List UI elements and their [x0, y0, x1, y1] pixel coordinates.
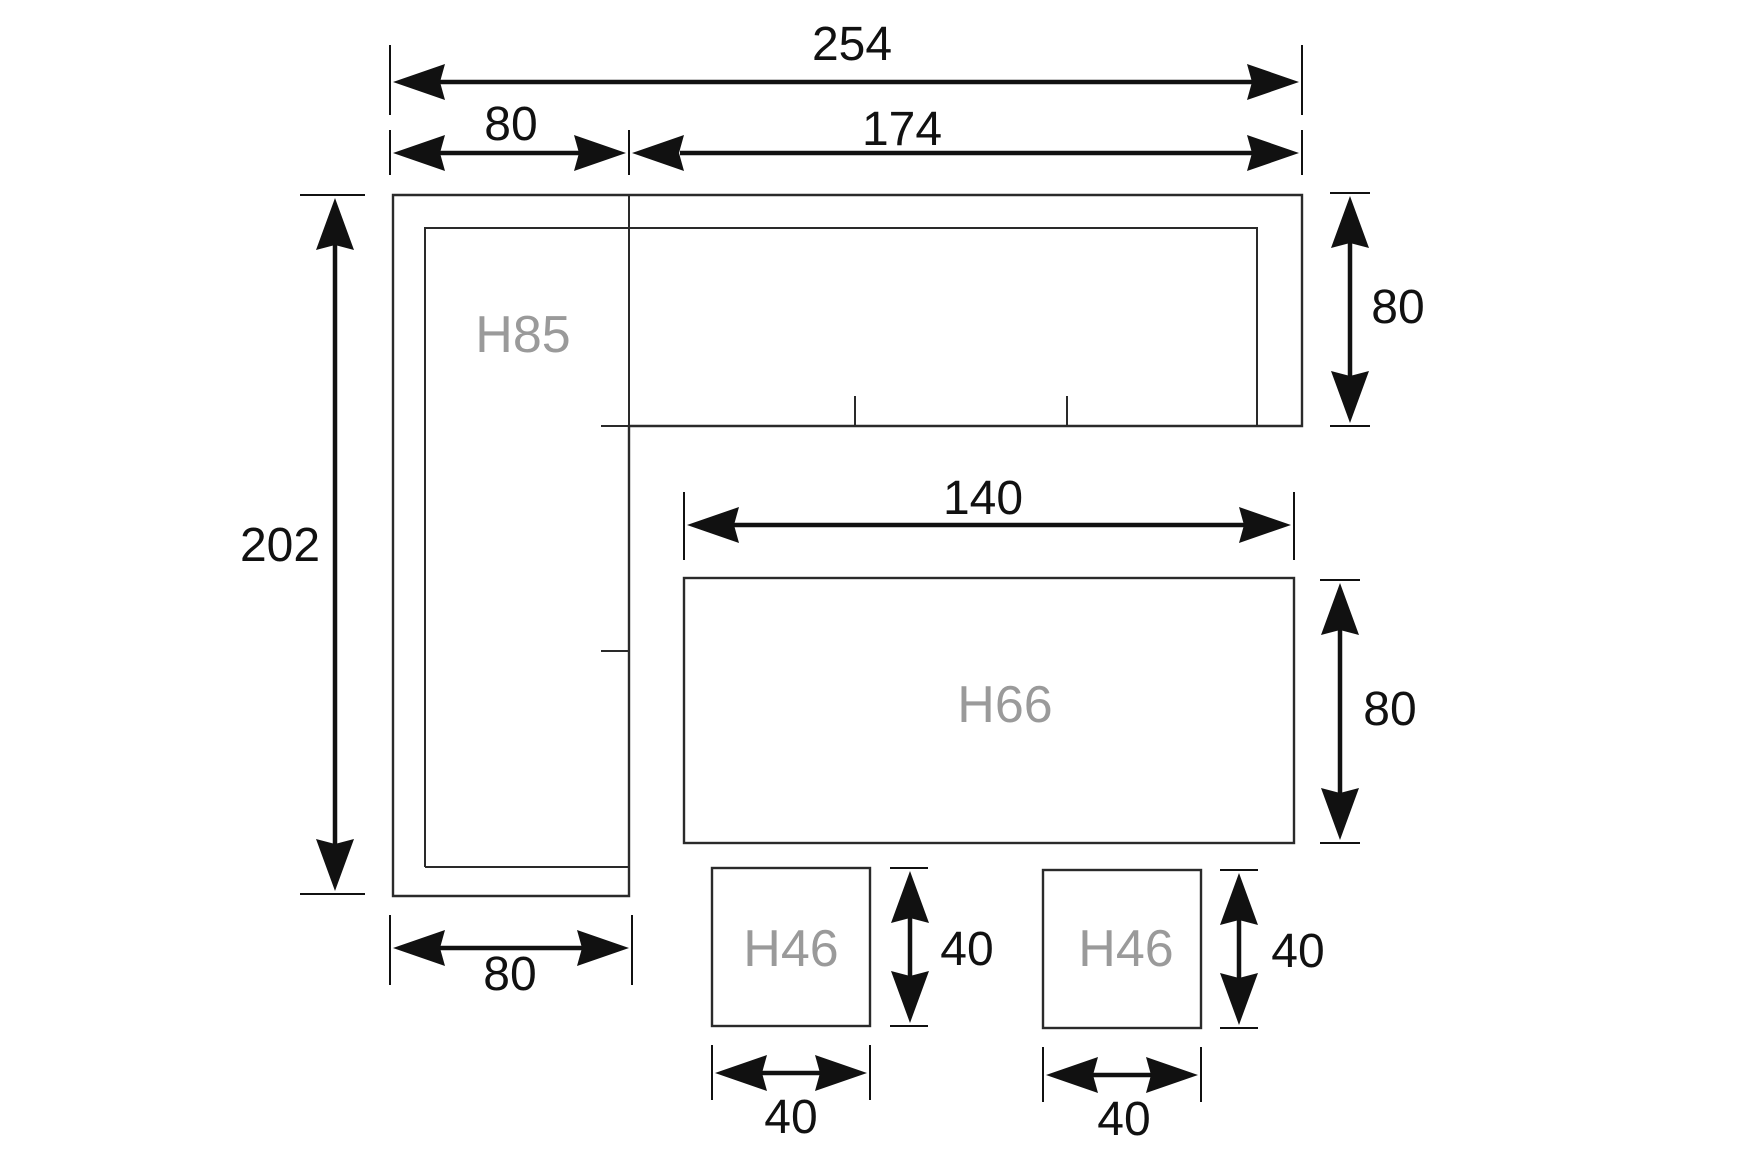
dimension-stool-1-width: 40: [711, 1045, 871, 1144]
dimension-stool-2-width: 40: [1042, 1047, 1202, 1146]
stool-1-height-label: H46: [743, 920, 838, 978]
dimension-stool-1-depth: 40: [890, 867, 994, 1027]
dimension-bottom-left-width: 80: [389, 915, 633, 1001]
table-height-label: H66: [957, 676, 1052, 734]
stool-1: H46: [710, 866, 872, 1028]
stool-2-height-label: H46: [1078, 920, 1173, 978]
dimension-right-section-width-label: 174: [862, 103, 942, 156]
dimension-table-width-label: 140: [943, 472, 1023, 525]
dimension-left-section-width: 80: [389, 98, 630, 175]
sofa-outer-outline: [391, 193, 1304, 898]
dimension-top-section-depth: 80: [1330, 192, 1425, 427]
dimension-overall-width: 254: [389, 18, 1303, 115]
dimension-stool-2-depth-label: 40: [1271, 925, 1324, 978]
dimension-stool-2-width-label: 40: [1097, 1093, 1150, 1146]
dimension-stool-1-depth-label: 40: [940, 923, 993, 976]
dimension-right-section-width: 174: [632, 103, 1303, 175]
dimension-left-section-width-label: 80: [484, 98, 537, 151]
dimension-table-depth: 80: [1320, 579, 1417, 844]
sofa-height-label: H85: [475, 306, 570, 364]
coffee-table: H66: [682, 576, 1296, 845]
dimension-table-width: 140: [683, 472, 1295, 560]
dimension-table-depth-label: 80: [1363, 683, 1416, 736]
stool-2-outline: [1041, 868, 1203, 1030]
stool-2: H46: [1041, 868, 1203, 1030]
dimension-top-section-depth-label: 80: [1371, 281, 1424, 334]
corner-sofa: H85: [391, 193, 1304, 898]
dimension-bottom-left-width-label: 80: [483, 948, 536, 1001]
dimension-overall-depth: 202: [240, 194, 365, 895]
dimension-overall-depth-label: 202: [240, 519, 320, 572]
dimension-stool-1-width-label: 40: [764, 1091, 817, 1144]
stool-1-outline: [710, 866, 872, 1028]
dimension-stool-2-depth: 40: [1220, 869, 1325, 1029]
table-outline: [682, 576, 1296, 845]
dimension-overall-width-label: 254: [812, 18, 892, 71]
sofa-inner-backrest-line: [424, 227, 1258, 867]
